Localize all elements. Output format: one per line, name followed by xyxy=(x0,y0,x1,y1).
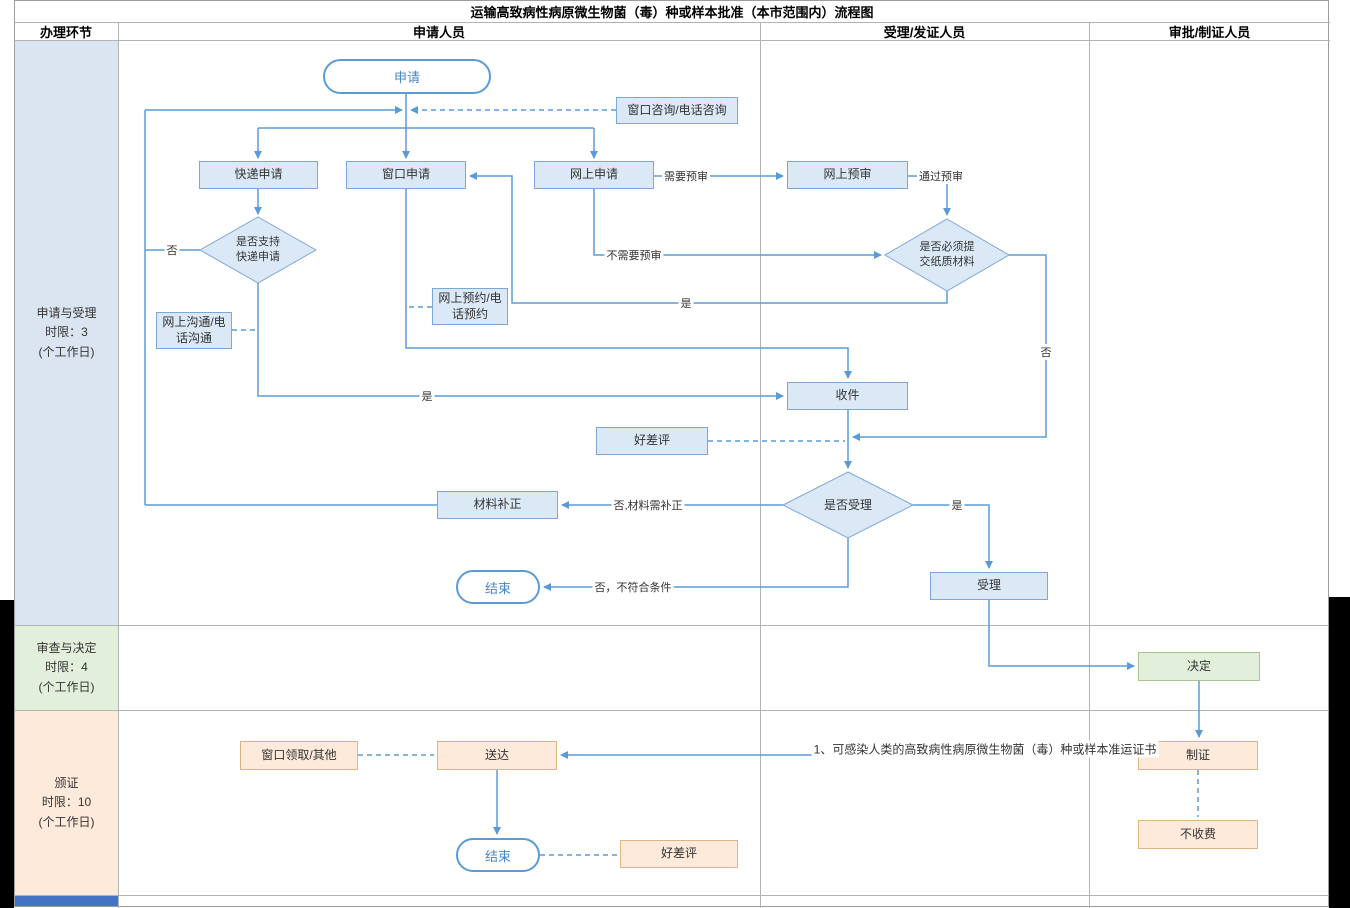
lane-label-review-decide: 审查与决定 时限：4 (个工作日) xyxy=(15,626,118,710)
node-window-consult: 窗口咨询/电话咨询 xyxy=(616,97,738,124)
node-online-apply: 网上申请 xyxy=(534,161,654,189)
lane-unit: (个工作日) xyxy=(38,679,95,694)
lane-name: 申请与受理 xyxy=(36,306,97,321)
dashed-connectors xyxy=(232,106,1199,856)
diamond-paper-required-shape xyxy=(884,218,1010,292)
grid-line xyxy=(14,22,1330,23)
column-header-acceptor: 受理/发证人员 xyxy=(883,24,966,40)
desktop-background-left xyxy=(0,600,14,908)
edge-label-courier-no: 否 xyxy=(164,242,180,258)
lane-limit: 时限：3 xyxy=(45,325,88,340)
node-online-preview: 网上预审 xyxy=(787,161,908,189)
node-receive: 收件 xyxy=(787,382,908,410)
edge-label-reject-fix: 否,材料需补正 xyxy=(611,497,685,513)
diamond-paper-required-label: 是否必须提交纸质材料 xyxy=(919,241,975,268)
diamond-support-courier-shape xyxy=(198,216,318,284)
grid-line xyxy=(14,895,1330,896)
grid-line xyxy=(14,40,1330,41)
node-online-booking: 网上预约/电话预约 xyxy=(432,288,508,325)
node-rating-bottom: 好差评 xyxy=(620,840,738,868)
grid-line xyxy=(760,22,761,908)
column-header-approver: 审批/制证人员 xyxy=(1168,24,1251,40)
edge-label-accept-yes: 是 xyxy=(949,497,965,513)
lane-label-certify: 颁证 时限：10 (个工作日) xyxy=(15,711,118,895)
start-node-apply: 申请 xyxy=(323,59,491,94)
edge-label-reject-end: 否，不符合条件 xyxy=(592,579,674,595)
node-rating-top: 好差评 xyxy=(596,427,708,455)
node-courier-apply: 快递申请 xyxy=(199,161,318,189)
node-no-fee: 不收费 xyxy=(1138,820,1258,849)
column-header-steps: 办理环节 xyxy=(39,24,92,40)
end-node-mid: 结束 xyxy=(456,570,540,604)
solid-connectors xyxy=(144,94,1203,835)
lane-unit: (个工作日) xyxy=(38,344,95,359)
lane-limit: 时限：10 xyxy=(41,795,92,810)
lane-unit: (个工作日) xyxy=(38,814,95,829)
node-window-apply: 窗口申请 xyxy=(346,161,466,189)
diamond-accept-label: 是否受理 xyxy=(823,497,872,512)
edge-label-need-preview: 需要预审 xyxy=(662,168,710,184)
grid-line xyxy=(1089,22,1090,908)
edge-label-no-preview-needed: 不需要预审 xyxy=(604,247,664,263)
edge-label-paper-no: 否 xyxy=(1038,344,1054,360)
edge-label-pass-preview: 通过预审 xyxy=(917,168,965,184)
node-decide: 决定 xyxy=(1138,652,1260,681)
node-material-fix: 材料补正 xyxy=(437,491,558,519)
end-node-final: 结束 xyxy=(456,838,540,872)
node-deliver: 送达 xyxy=(437,741,557,770)
lane-label-cutoff-bar xyxy=(15,896,118,907)
lane-label-apply-accept: 申请与受理 时限：3 (个工作日) xyxy=(15,41,118,625)
desktop-background-right xyxy=(1329,597,1350,908)
lane-name: 颁证 xyxy=(54,776,79,791)
node-online-contact: 网上沟通/电话沟通 xyxy=(156,312,232,349)
column-header-applicant: 申请人员 xyxy=(412,24,465,40)
grid-line xyxy=(14,625,1330,626)
diamond-accept-shape xyxy=(781,471,915,539)
node-window-pickup: 窗口领取/其他 xyxy=(240,741,358,770)
edge-label-cert-note: 1、可感染人类的高致病性病原微生物菌（毒）种或样本准运证书 xyxy=(811,740,1159,758)
node-accept: 受理 xyxy=(930,572,1048,600)
lane-name: 审查与决定 xyxy=(36,641,97,656)
page-title: 运输高致病性病原微生物菌（毒）种或样本批准（本市范围内）流程图 xyxy=(470,4,874,20)
edge-label-paper-yes: 是 xyxy=(678,295,694,311)
grid-line xyxy=(14,710,1330,711)
grid-line xyxy=(118,22,119,908)
lane-limit: 时限：4 xyxy=(45,660,88,675)
decision-diamonds xyxy=(198,216,1010,539)
diamond-support-courier-label: 是否支持快递申请 xyxy=(236,236,280,263)
edge-label-courier-yes: 是 xyxy=(419,388,435,404)
